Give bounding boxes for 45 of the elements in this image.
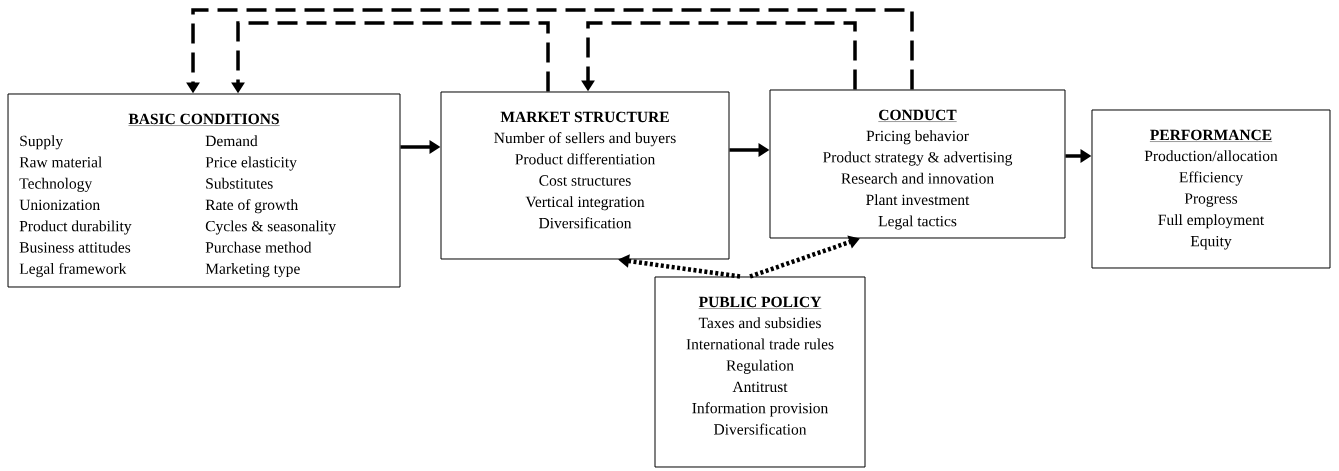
list-item: Full employment	[1158, 214, 1265, 229]
box-heading: BASIC CONDITIONS	[128, 113, 280, 126]
list-item: Product strategy & advertising	[823, 151, 1013, 166]
list-item: Price elasticity	[205, 156, 297, 171]
list-item: Research and innovation	[841, 172, 994, 184]
list-item: Business attitudes	[19, 241, 131, 253]
list-item: Unionization	[19, 199, 100, 211]
list-item: Cycles & seasonality	[205, 220, 337, 235]
box-heading: CONDUCT	[878, 109, 957, 122]
list-item: Purchase method	[205, 241, 312, 253]
box-heading: MARKET STRUCTURE	[500, 111, 669, 123]
list-item: Progress	[1184, 193, 1238, 207]
list-item: Demand	[205, 135, 258, 147]
list-item: Taxes and subsidies	[698, 317, 821, 329]
category-box	[1091, 109, 1331, 269]
list-item: Substitutes	[206, 177, 273, 189]
list-item: Product durability	[19, 220, 132, 235]
list-item: Legal tactics	[878, 215, 957, 230]
list-item: Supply	[20, 135, 64, 150]
category-box	[7, 93, 401, 288]
list-item: Efficiency	[1179, 171, 1244, 186]
list-item: Antitrust	[732, 381, 788, 393]
list-item: Legal framework	[19, 262, 127, 278]
box-heading: PERFORMANCE	[1149, 129, 1273, 142]
list-item: Plant investment	[866, 194, 970, 206]
list-item: Diversification	[713, 423, 807, 435]
list-item: Vertical integration	[525, 196, 645, 211]
list-item: Information provision	[692, 402, 828, 417]
list-item: Product differentiation	[515, 153, 656, 165]
category-box	[440, 91, 730, 260]
list-item: Raw material	[19, 156, 102, 168]
category-box	[654, 276, 866, 468]
list-item: Cost structures	[539, 175, 631, 186]
list-item: Diversification	[538, 217, 632, 229]
list-item: Equity	[1190, 235, 1232, 250]
list-item: International trade rules	[686, 338, 834, 350]
list-item: Pricing behavior	[866, 130, 969, 145]
list-item: Number of sellers and buyers	[494, 132, 676, 147]
list-item: Marketing type	[205, 263, 300, 278]
box-heading: PUBLIC POLICY	[698, 296, 822, 309]
list-item: Technology	[19, 177, 93, 192]
list-item: Rate of growth	[205, 199, 298, 214]
list-item: Production/allocation	[1144, 150, 1278, 162]
category-box	[769, 89, 1066, 239]
list-item: Regulation	[726, 359, 794, 374]
